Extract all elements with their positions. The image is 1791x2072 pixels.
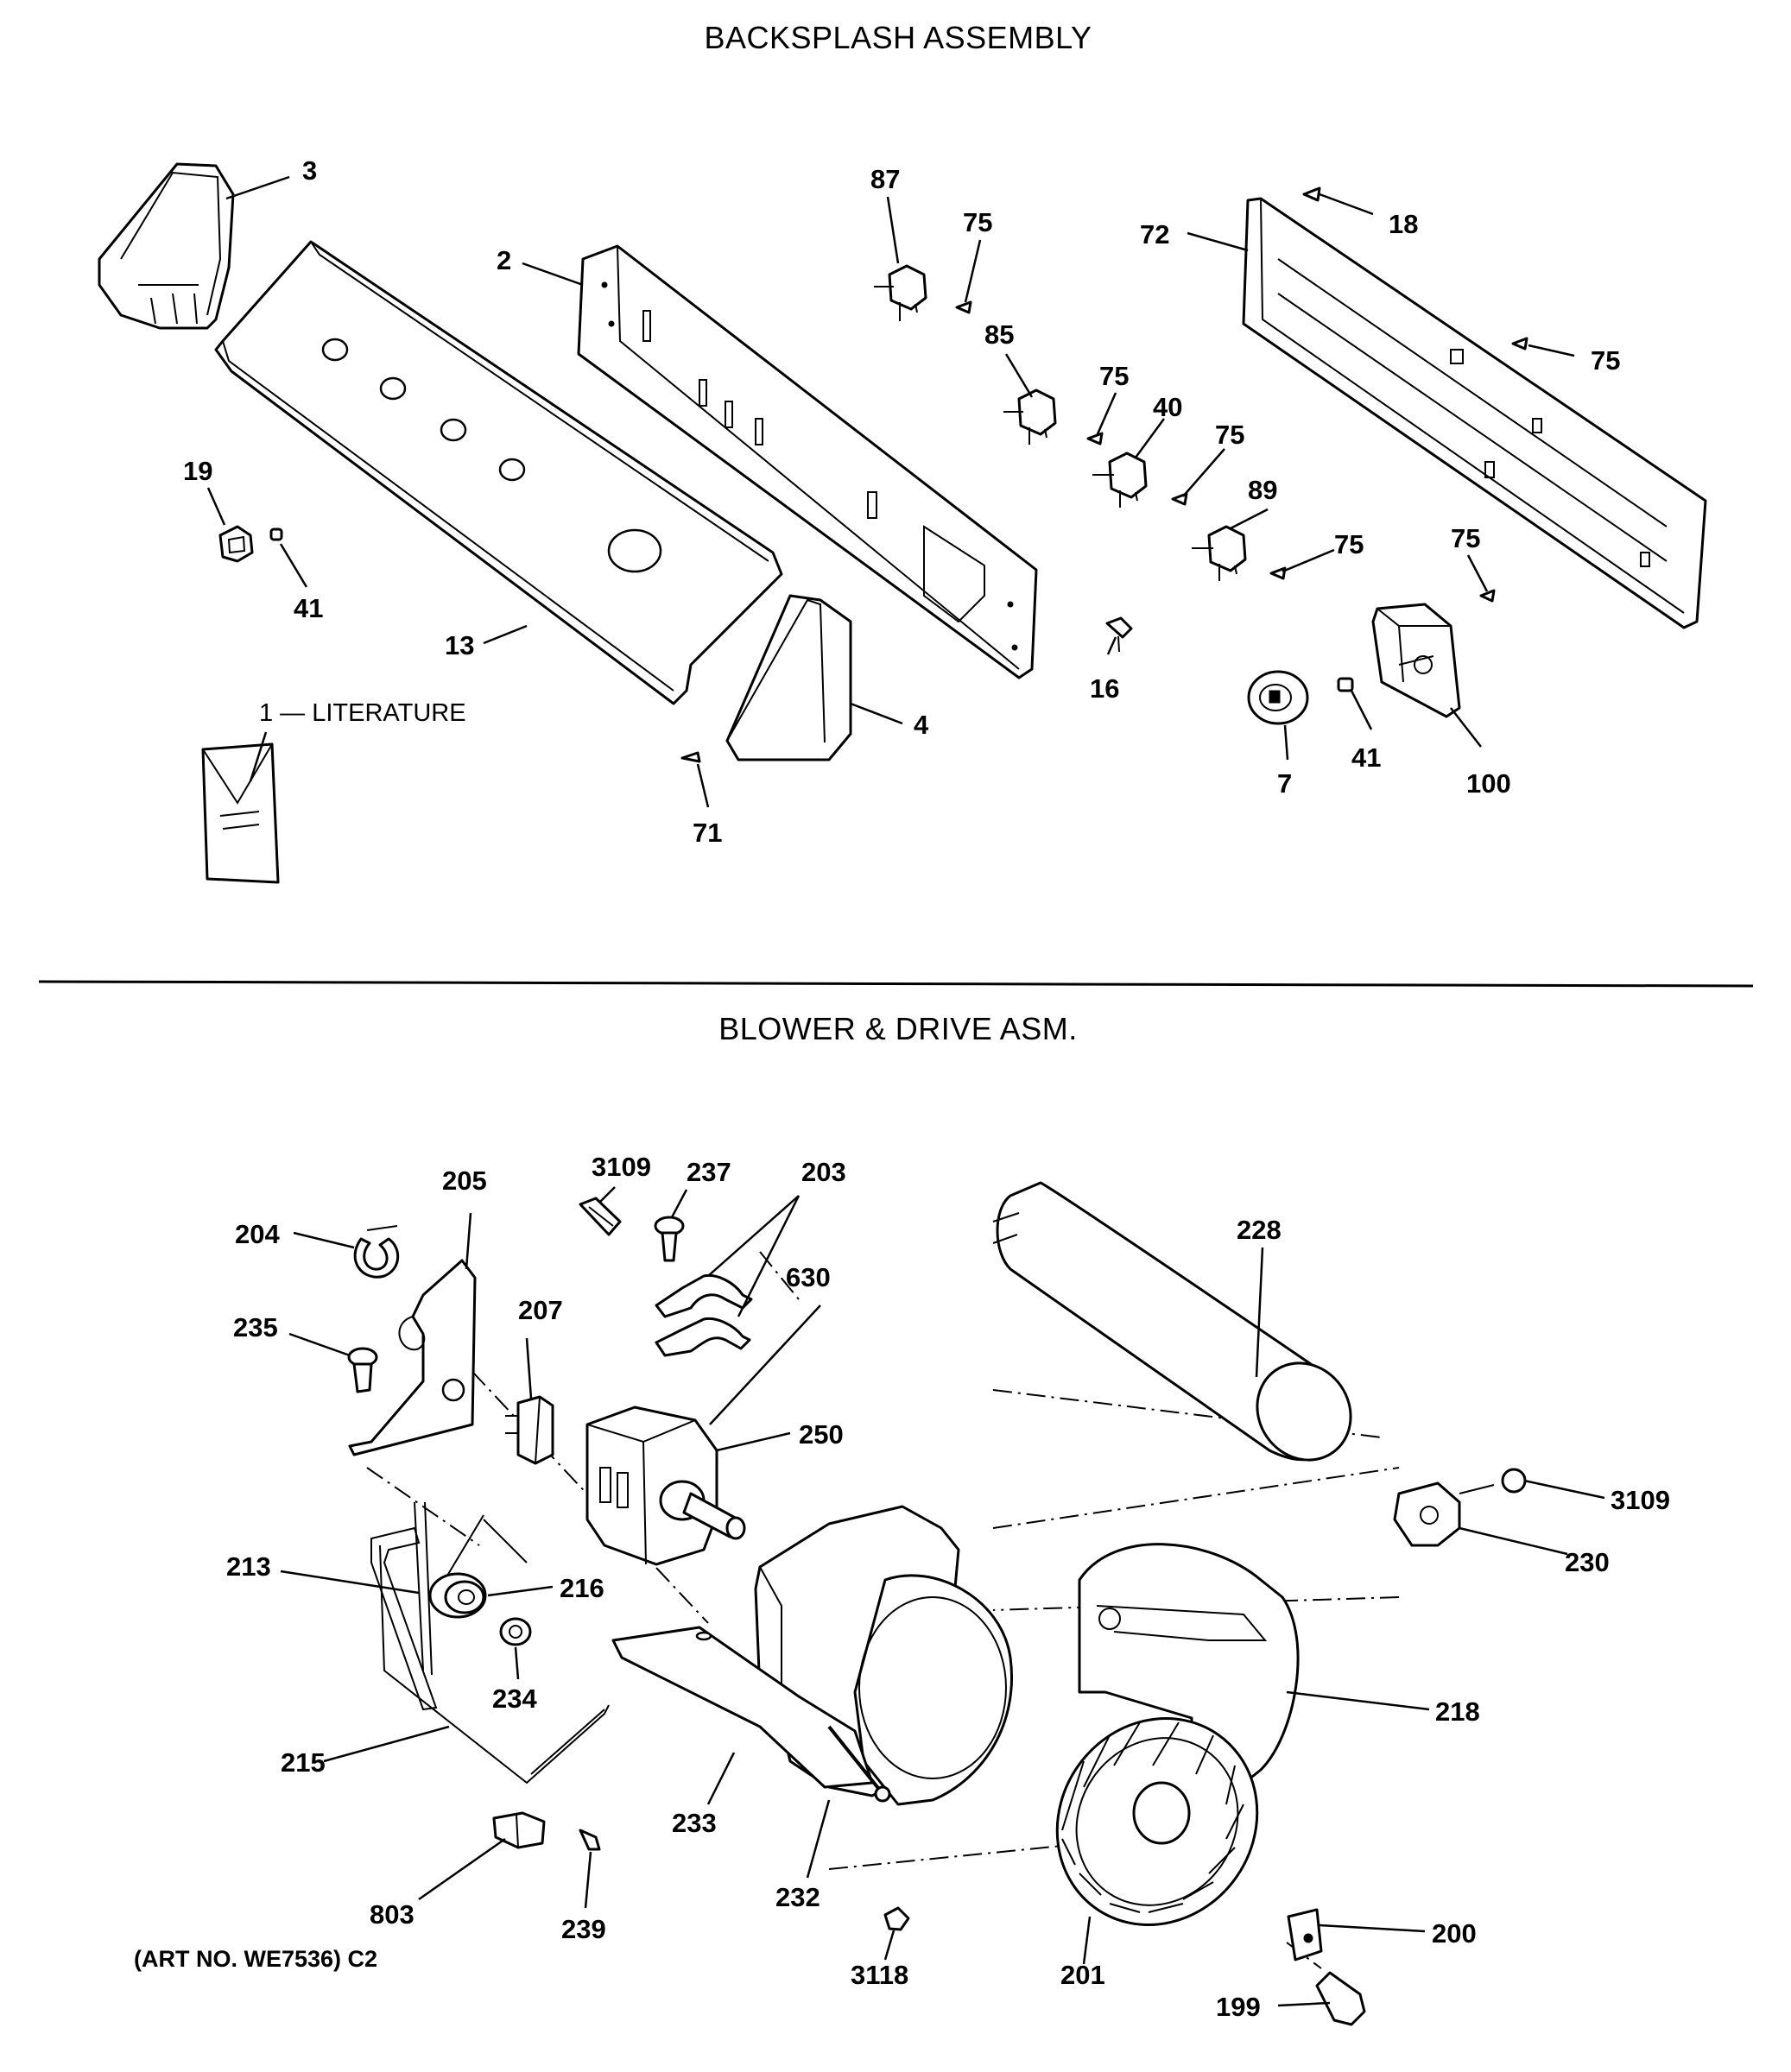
callout-215: 215 bbox=[281, 1747, 326, 1778]
callout-41: 41 bbox=[1351, 742, 1381, 773]
part-89-switch bbox=[1192, 525, 1247, 581]
literature-label: 1 — LITERATURE bbox=[259, 699, 466, 727]
callout-75: 75 bbox=[1099, 361, 1129, 391]
part-203-clamp bbox=[655, 1273, 753, 1357]
part-7-timer-knob bbox=[1247, 670, 1309, 725]
part-41-spring bbox=[269, 527, 1354, 692]
part-72-rear-panel bbox=[1242, 197, 1707, 629]
callout-3109: 3109 bbox=[592, 1152, 651, 1182]
callout-16: 16 bbox=[1090, 673, 1119, 704]
blower-leaders bbox=[280, 1186, 1605, 2007]
part-3118-screw bbox=[883, 1906, 910, 1931]
part-205-bracket bbox=[348, 1259, 477, 1456]
part-4-end-cap bbox=[725, 594, 852, 761]
callout-19: 19 bbox=[183, 456, 212, 486]
callout-234: 234 bbox=[492, 1684, 537, 1714]
callout-204: 204 bbox=[235, 1219, 280, 1249]
part-75-screws bbox=[955, 300, 1528, 603]
part-100-timer bbox=[1371, 603, 1461, 718]
part-237-screw bbox=[654, 1216, 685, 1262]
part-3109-grommet bbox=[579, 1197, 622, 1236]
part-230-thermostat bbox=[1393, 1481, 1495, 1547]
part-40-switch bbox=[1092, 452, 1148, 508]
part-85-switch bbox=[1003, 388, 1057, 445]
callout-228: 228 bbox=[1237, 1215, 1282, 1245]
callout-201: 201 bbox=[1060, 1960, 1105, 1990]
part-2-control-bracket bbox=[577, 244, 1038, 679]
section-divider bbox=[38, 980, 1754, 988]
callout-41: 41 bbox=[294, 593, 323, 623]
callout-3109: 3109 bbox=[1611, 1485, 1670, 1515]
callout-2: 2 bbox=[497, 245, 511, 275]
callout-235: 235 bbox=[233, 1312, 278, 1342]
callout-75: 75 bbox=[1334, 529, 1364, 559]
callout-630: 630 bbox=[786, 1262, 831, 1292]
callout-40: 40 bbox=[1153, 392, 1182, 422]
callout-250: 250 bbox=[799, 1419, 844, 1450]
callout-75: 75 bbox=[1591, 345, 1620, 376]
callout-72: 72 bbox=[1140, 219, 1169, 250]
part-18-screw bbox=[1302, 186, 1321, 202]
part-200-clip bbox=[1287, 1908, 1323, 1961]
part-215-spring bbox=[379, 1545, 610, 1785]
part-207-switch bbox=[505, 1395, 554, 1465]
callout-75: 75 bbox=[1451, 523, 1480, 553]
part-216-pulley bbox=[428, 1572, 487, 1619]
backsplash-title: BACKSPLASH ASSEMBLY bbox=[704, 20, 1092, 55]
callout-71: 71 bbox=[693, 818, 722, 848]
part-199-bolt bbox=[1315, 1971, 1366, 2026]
callout-213: 213 bbox=[226, 1551, 271, 1582]
part-235-screw bbox=[347, 1347, 378, 1393]
callout-87: 87 bbox=[870, 164, 900, 194]
callout-3: 3 bbox=[302, 155, 317, 186]
callout-203: 203 bbox=[801, 1157, 846, 1187]
callout-233: 233 bbox=[672, 1808, 717, 1838]
callout-207: 207 bbox=[518, 1295, 563, 1325]
part-232-rod bbox=[827, 1725, 891, 1803]
callout-200: 200 bbox=[1432, 1918, 1477, 1949]
part-204-clip bbox=[353, 1225, 400, 1279]
callout-89: 89 bbox=[1248, 475, 1277, 505]
part-218-blower-housing bbox=[754, 1505, 1300, 1806]
part-1-literature bbox=[201, 742, 280, 884]
callout-239: 239 bbox=[561, 1914, 606, 1944]
callout-230: 230 bbox=[1565, 1547, 1610, 1577]
callout-18: 18 bbox=[1389, 209, 1418, 239]
part-239-screw bbox=[579, 1829, 601, 1851]
part-3109-screw-right bbox=[1501, 1468, 1527, 1494]
part-228-exhaust-duct bbox=[992, 1181, 1352, 1462]
callout-218: 218 bbox=[1435, 1696, 1480, 1727]
callout-75: 75 bbox=[1215, 420, 1244, 450]
callout-4: 4 bbox=[914, 710, 929, 740]
part-803-connector bbox=[492, 1811, 546, 1849]
callout-803: 803 bbox=[370, 1899, 415, 1930]
callout-205: 205 bbox=[442, 1166, 487, 1196]
blower-title: BLOWER & DRIVE ASM. bbox=[718, 1011, 1078, 1046]
part-19-knob bbox=[218, 525, 254, 563]
backsplash-leaders bbox=[206, 175, 1575, 808]
callout-85: 85 bbox=[984, 319, 1014, 350]
part-201-blower-wheel bbox=[1055, 1717, 1259, 1926]
part-71-screw bbox=[680, 751, 701, 763]
callout-232: 232 bbox=[775, 1882, 820, 1912]
part-234-washer bbox=[499, 1617, 532, 1646]
part-13-console-panel bbox=[214, 240, 783, 705]
art-number: (ART NO. WE7536) C2 bbox=[134, 1946, 377, 1972]
callout-3118: 3118 bbox=[851, 1960, 908, 1990]
callout-100: 100 bbox=[1466, 768, 1511, 799]
callout-75: 75 bbox=[963, 207, 992, 237]
callout-199: 199 bbox=[1216, 1992, 1261, 2022]
part-3-end-cap bbox=[98, 162, 235, 330]
callout-237: 237 bbox=[687, 1157, 731, 1187]
part-250-drive-motor bbox=[585, 1406, 746, 1566]
part-16-bolt bbox=[1105, 616, 1133, 653]
callout-7: 7 bbox=[1277, 768, 1292, 799]
callout-216: 216 bbox=[560, 1573, 604, 1603]
part-87-switch bbox=[874, 264, 927, 321]
callout-13: 13 bbox=[445, 630, 474, 660]
